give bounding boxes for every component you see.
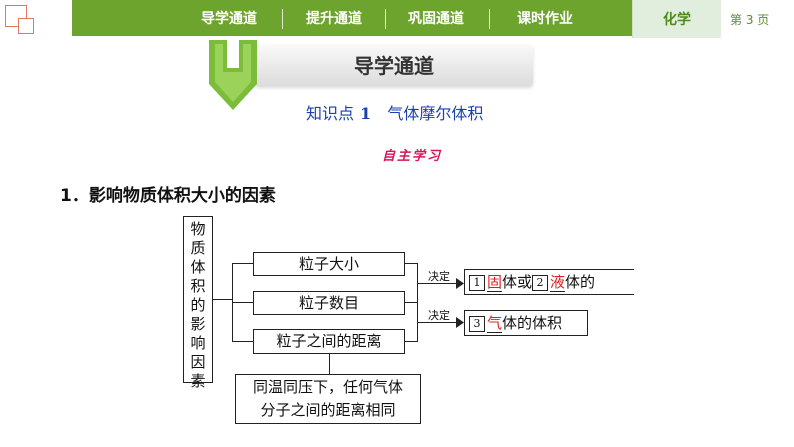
result-text: 体的	[565, 273, 596, 291]
top-nav-bar	[72, 0, 720, 36]
nav-divider	[282, 9, 283, 29]
nav-subject-chemistry[interactable]: 化学	[632, 0, 721, 38]
connector-branch-3	[232, 341, 253, 343]
chevron-down-icon	[209, 40, 257, 110]
blank-answer: 气	[487, 314, 503, 333]
knowledge-prefix: 知识点	[306, 104, 355, 123]
bracket-line	[405, 263, 417, 265]
blank-answer: 固	[487, 273, 503, 292]
section-heading: 1．影响物质体积大小的因素	[60, 186, 276, 206]
note-line-2: 分子之间的距离相同	[260, 401, 396, 419]
decide-label-2: 决定	[428, 309, 450, 322]
blank-answer: 液	[550, 273, 566, 292]
blank-number: 3	[469, 316, 485, 332]
factor-box-distance: 粒子之间的距离	[253, 329, 405, 354]
result-text: 体或	[502, 273, 533, 291]
connector-root	[213, 299, 232, 301]
decide-label-1: 决定	[428, 270, 450, 283]
note-box: 同温同压下，任何气体 分子之间的距离相同	[235, 374, 421, 424]
result-text: 体的体积	[502, 314, 563, 332]
note-line-1: 同温同压下，任何气体	[252, 378, 403, 396]
bracket-line	[405, 341, 417, 343]
diagram-root-label: 物质体积的影响因素	[190, 220, 206, 390]
nav-tab-homework[interactable]: 课时作业	[517, 11, 573, 27]
nav-tab-guide[interactable]: 导学通道	[201, 11, 257, 27]
corner-decoration	[5, 5, 27, 27]
page-number: 第 3 页	[730, 13, 770, 27]
factor-box-size: 粒子大小	[253, 252, 405, 276]
connector-branch-2	[232, 302, 253, 304]
factor-box-count: 粒子数目	[253, 291, 405, 315]
bracket-line	[405, 302, 417, 304]
arrow-line-1	[417, 283, 462, 285]
arrow-line-2	[417, 322, 462, 324]
arrow-head-icon	[456, 278, 464, 289]
self-study-tag: 自主学习	[382, 149, 443, 164]
section-banner: 导学通道	[255, 44, 533, 86]
arrow-head-icon	[456, 317, 464, 328]
connector-note	[329, 354, 331, 374]
blank-number: 1	[469, 275, 485, 291]
connector-branch-1	[232, 263, 253, 265]
corner-decoration-inner	[18, 18, 34, 34]
diagram-root-box: 物质体积的影响因素	[183, 216, 213, 390]
nav-tab-improve[interactable]: 提升通道	[306, 11, 362, 27]
nav-divider	[385, 9, 386, 29]
nav-tab-consolidate[interactable]: 巩固通道	[408, 11, 464, 27]
knowledge-number: 1	[360, 104, 372, 123]
nav-divider	[489, 9, 490, 29]
knowledge-point-title: 知识点 1 气体摩尔体积	[306, 100, 483, 124]
blank-number: 2	[532, 275, 549, 291]
knowledge-name: 气体摩尔体积	[387, 104, 484, 123]
